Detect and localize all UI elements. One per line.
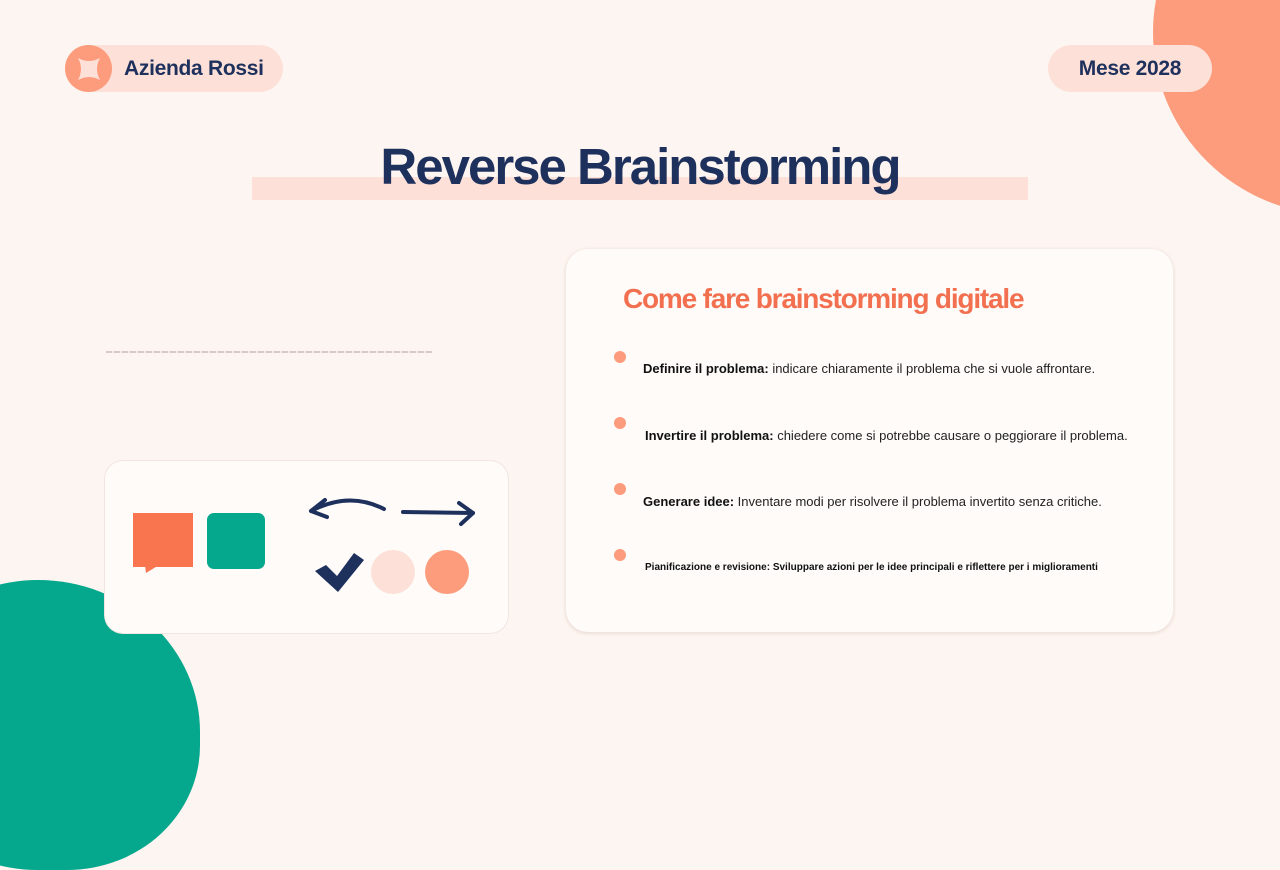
date-label: Mese 2028 [1078,56,1182,80]
title-highlight-bar [252,177,1028,200]
arrow-right-icon [401,501,475,526]
step-term: Generare idee: [643,494,735,509]
step-description: Sviluppare azioni per le idee principali… [770,562,1098,573]
bullet-dot-icon [614,417,626,429]
date-pill: Mese 2028 [1048,45,1212,92]
step-term: Invertire il problema: [645,428,774,443]
step-description: Inventare modi per risolvere il problema… [734,494,1102,509]
bullet-dot-icon [614,351,626,363]
step-term: Pianificazione e revisione: [645,562,771,573]
speech-bubble-icon [133,513,193,573]
bullet-dot-icon [614,483,626,495]
curved-arrow-left-icon [309,498,386,519]
steps-card-title: Come fare brainstorming digitale [623,283,1025,314]
checkmark-icon [315,553,364,592]
step-term: Definire il problema: [643,361,769,376]
step-description: indicare chiaramente il problema che si … [768,361,1096,376]
light-peach-circle-icon [371,550,415,594]
step-description: chiedere come si potrebbe causare o pegg… [773,428,1128,443]
brand-pill: Azienda Rossi [65,45,283,92]
illustration-card [105,461,508,633]
bullet-dot-icon [614,549,626,561]
slide-title: Reverse Brainstorming [380,138,901,195]
peach-circle-icon [425,550,469,594]
micro-text-line [106,351,432,353]
green-square-icon [207,513,265,569]
steps-card: Come fare brainstorming digitale Definir… [566,249,1173,632]
sparkle-star-icon [65,45,112,92]
brand-name: Azienda Rossi [124,56,264,80]
